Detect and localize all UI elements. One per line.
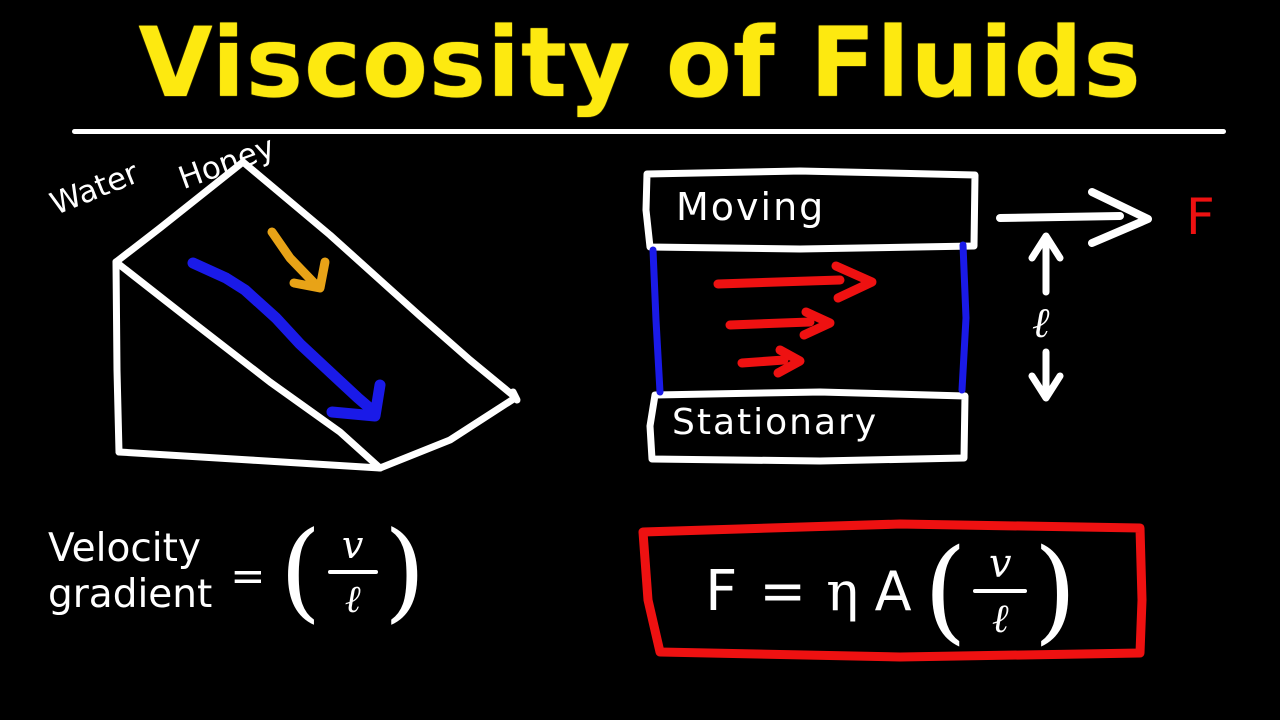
force-equation-area: A	[874, 559, 912, 623]
velocity-gradient-fraction: v ℓ	[327, 522, 378, 622]
label-water: Water	[45, 154, 144, 223]
gap-label: ℓ	[1032, 298, 1050, 347]
fraction-bar	[327, 569, 378, 574]
incline-wedge-outline	[112, 158, 521, 472]
label-honey: Honey	[173, 129, 280, 197]
fraction-numerator: v	[341, 522, 364, 567]
fraction-denominator: ℓ	[344, 576, 361, 621]
force-label: F	[1186, 188, 1215, 246]
fraction-numerator: v	[988, 540, 1012, 587]
fluid-edge-lines	[649, 241, 970, 396]
stationary-plate-label: Stationary	[672, 402, 879, 443]
velocity-gradient-words: Velocity gradient	[48, 526, 213, 617]
velocity-arrow-2	[725, 307, 835, 340]
fraction-bar	[973, 588, 1028, 593]
velocity-gradient-expression: Velocity gradient = ( v ℓ )	[48, 518, 426, 626]
title-divider	[72, 129, 1226, 134]
force-arrow	[996, 188, 1152, 247]
force-equation-box: F = η A ( v ℓ )	[640, 526, 1142, 656]
velocity-arrow-3	[737, 345, 805, 378]
open-paren: (	[279, 509, 322, 634]
moving-plate-label: Moving	[676, 185, 826, 229]
open-paren: (	[923, 526, 968, 656]
velocity-gradient-equals: =	[230, 550, 266, 600]
water-flow-arrow	[187, 257, 386, 422]
force-equation-F: F	[705, 558, 738, 624]
fluid-edge-left	[649, 246, 664, 396]
close-paren: )	[383, 509, 426, 634]
velocity-arrow-1	[713, 261, 877, 303]
force-equation-equals: =	[759, 558, 807, 624]
close-paren: )	[1033, 526, 1077, 656]
fraction-denominator: ℓ	[991, 595, 1009, 642]
force-equation-fraction: v ℓ	[973, 540, 1028, 642]
force-equation-eta: η	[826, 559, 859, 623]
fluid-edge-right	[958, 241, 970, 394]
velocity-profile-arrows	[713, 261, 877, 378]
page-title: Viscosity of Fluids	[138, 7, 1142, 119]
honey-flow-arrow	[267, 227, 330, 293]
